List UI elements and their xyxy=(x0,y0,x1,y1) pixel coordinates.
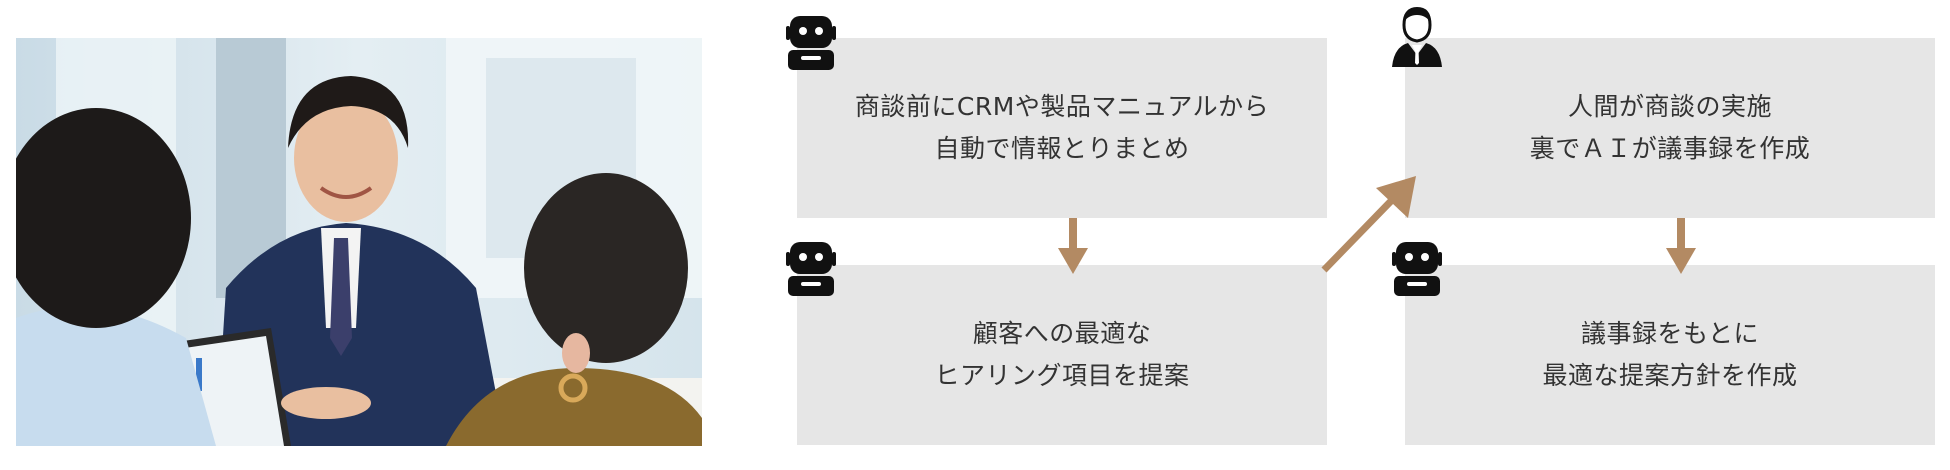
meeting-photo-illustration xyxy=(16,38,702,446)
meeting-photo xyxy=(16,38,702,446)
flow-step-2-text: 顧客への最適な ヒアリング項目を提案 xyxy=(934,319,1190,390)
flow-step-3-box: 人間が商談の実施 裏でＡＩが議事録を作成 xyxy=(1405,38,1935,218)
robot-icon xyxy=(786,16,836,70)
arrow-down-icon xyxy=(1666,218,1696,274)
flow-step-4-text: 議事録をもとに 最適な提案方針を作成 xyxy=(1542,319,1798,390)
flow-step-2-box: 顧客への最適な ヒアリング項目を提案 xyxy=(797,265,1327,445)
arrow-down-icon xyxy=(1058,218,1088,274)
flow-step-1-box: 商談前にCRMや製品マニュアルから 自動で情報とりまとめ xyxy=(797,38,1327,218)
robot-icon xyxy=(1392,242,1442,296)
flow-step-3-text: 人間が商談の実施 裏でＡＩが議事録を作成 xyxy=(1529,92,1811,163)
flow-step-1-text: 商談前にCRMや製品マニュアルから 自動で情報とりまとめ xyxy=(854,92,1270,163)
person-icon xyxy=(1392,7,1442,67)
arrow-diagonal-icon xyxy=(1321,176,1416,273)
robot-icon xyxy=(786,242,836,296)
flow-step-4-box: 議事録をもとに 最適な提案方針を作成 xyxy=(1405,265,1935,445)
